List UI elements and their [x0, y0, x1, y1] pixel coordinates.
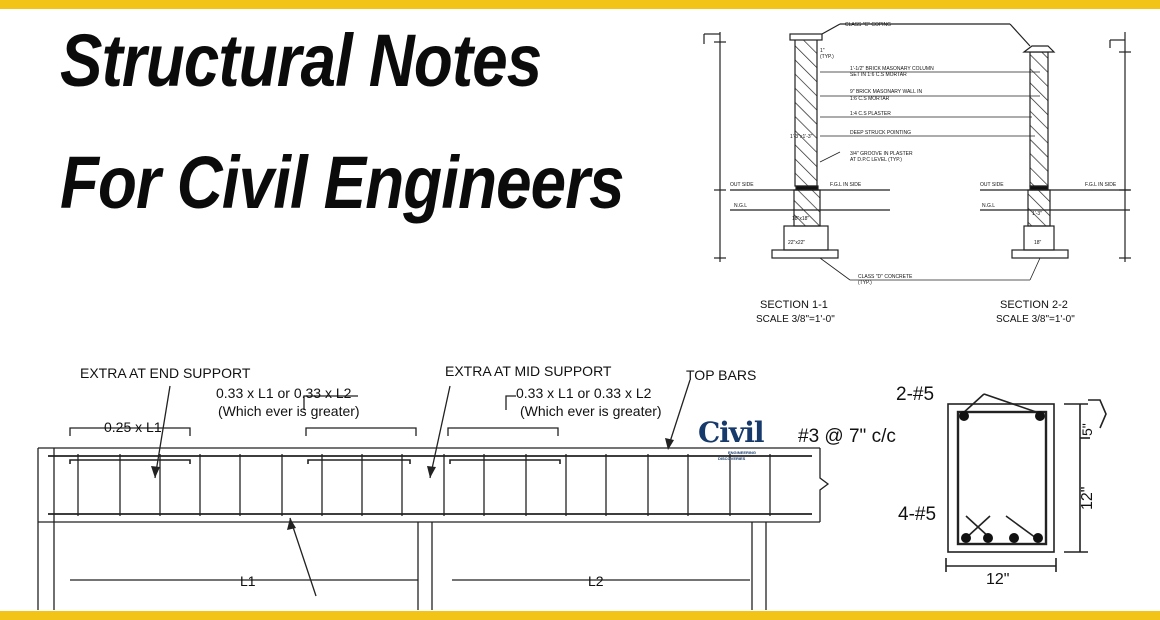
section-2-title: SECTION 2-2 [1000, 299, 1068, 311]
note-7: 3/4" GROOVE IN PLASTER [850, 151, 913, 157]
bottom-bar-2 [983, 533, 993, 543]
typ-label: (TYP.) [820, 54, 834, 60]
wall-dim: 1'-3" [1032, 211, 1042, 217]
footing-dim-2: 22"x22" [788, 240, 805, 246]
footing-dim-1: 18"x18" [792, 216, 809, 222]
top-accent-band [0, 0, 1160, 9]
beam-reinforcement-drawing: EXTRA AT END SUPPORT EXTRA AT MID SUPPOR… [37, 363, 896, 610]
top-bars-spec: 2-#5 [896, 384, 934, 405]
logo-subtitle-2: DISCOVERIES [718, 456, 746, 461]
note-3: 9" BRICK MASONARY WALL IN [850, 89, 922, 95]
note-4: 1:6 C.S MORTAR [850, 96, 890, 102]
bottom-bar-1 [961, 533, 971, 543]
logo-subtitle-1: ENGINEERING [728, 450, 757, 455]
stirrup-spec-label: #3 @ 7" c/c [798, 426, 896, 447]
title-line-1: Structural Notes [60, 19, 542, 102]
section-1-title: SECTION 1-1 [760, 299, 828, 311]
logo-wordmark: Civil [698, 416, 764, 449]
note-8: AT D.P.C LEVEL (TYP.) [850, 157, 902, 163]
greater-right-label: (Which ever is greater) [520, 403, 662, 419]
bottom-bars-spec: 4-#5 [898, 504, 936, 525]
note-1: 1'-1/2" BRICK MASONARY COLUMN [850, 66, 934, 72]
note-5: 1:4 C.S PLASTER [850, 111, 891, 117]
civil-engineering-logo: Civil ENGINEERING DISCOVERIES [698, 416, 778, 464]
span-l1-label: L1 [240, 573, 256, 589]
extra-end-label: EXTRA AT END SUPPORT [80, 365, 251, 381]
greater-left-label: (Which ever is greater) [218, 403, 360, 419]
width-dim: 12" [986, 571, 1009, 588]
column-dim: 1'-3"x1'-3" [790, 134, 813, 140]
top-bar-right [1035, 411, 1045, 421]
length-right-label: 0.33 x L1 or 0.33 x L2 [516, 385, 652, 401]
note-2: SET IN 1:6 C.S MORTAR [850, 72, 907, 78]
extra-mid-label: EXTRA AT MID SUPPORT [445, 363, 612, 379]
slab-dim: 5" [1079, 423, 1095, 436]
typ-dim: 1" [820, 48, 825, 54]
coping-note: CLASS "C" COPING [845, 22, 891, 28]
ngl-left: N.G.L [734, 203, 747, 209]
outside-left: OUT SIDE [730, 182, 754, 188]
bottom-accent-band [0, 611, 1160, 620]
section-1-scale: SCALE 3/8"=1'-0" [756, 314, 835, 325]
fgl-right: F.G.L IN SIDE [1085, 182, 1117, 188]
ngl-right: N.G.L [982, 203, 995, 209]
beam-cross-section: 2-#5 4-#5 12" 12" 5" [896, 384, 1107, 588]
note-6: DEEP STRUCK POINTING [850, 130, 911, 136]
outside-right: OUT SIDE [980, 182, 1004, 188]
top-bar-left [959, 411, 969, 421]
top-bars-label: TOP BARS [686, 367, 756, 383]
length-left-label: 0.33 x L1 or 0.33 x L2 [216, 385, 352, 401]
concrete-note: CLASS "D" CONCRETE [858, 274, 913, 280]
wall-base-dim: 18" [1034, 240, 1042, 246]
depth-dim: 12" [1079, 487, 1096, 510]
section-2-scale: SCALE 3/8"=1'-0" [996, 314, 1075, 325]
fgl-left: F.G.L IN SIDE [830, 182, 862, 188]
bottom-bar-4 [1033, 533, 1043, 543]
wall-section-drawing: CLASS "C" COPING 1" (TYP.) 1'-1/2" BRICK… [703, 22, 1131, 325]
concrete-typ: (TYP.) [858, 280, 872, 286]
bottom-bar-3 [1009, 533, 1019, 543]
title-line-2: For Civil Engineers [60, 141, 624, 224]
end-length-label: 0.25 x L1 [104, 419, 162, 435]
span-l2-label: L2 [588, 573, 604, 589]
